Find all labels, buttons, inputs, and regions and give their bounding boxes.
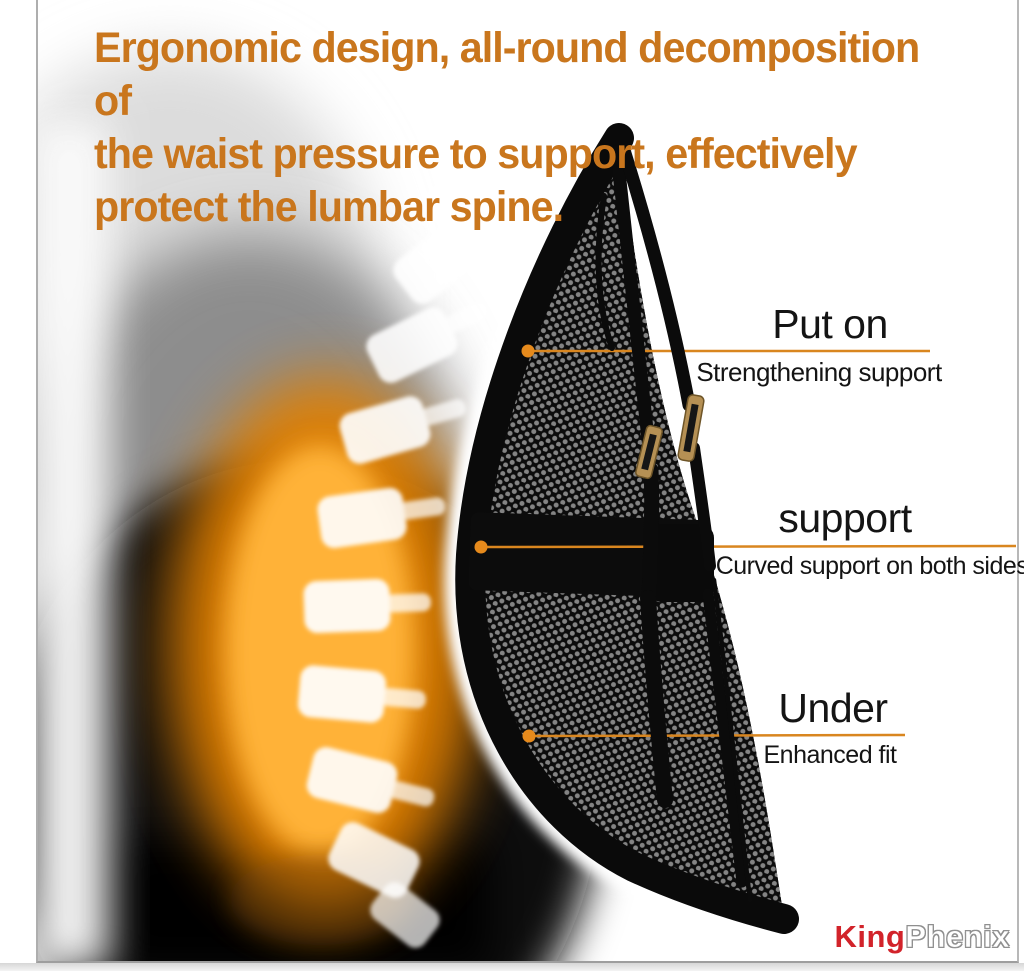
product-straps (595, 143, 753, 903)
spine-glow-core (225, 445, 415, 855)
strap-left-upper (610, 145, 656, 455)
brand-logo-king: King (834, 919, 906, 954)
callout-under-subtitle: Enhanced fit (763, 741, 898, 769)
buckle-left (635, 424, 663, 480)
callout-support-subtitle: Curved support on both sides (715, 552, 1024, 580)
brand-logo: KingPhenix (834, 919, 1010, 955)
put-on-dot (521, 344, 535, 358)
callout-dots (474, 344, 536, 743)
lumbar-support-product (444, 112, 810, 945)
callout-put-on-title: Put on (772, 301, 888, 347)
cross-band-endcap (648, 524, 714, 602)
callout-support-title: support (778, 495, 912, 541)
headline: Ergonomic design, all-round decompositio… (94, 22, 958, 234)
buckle-right (677, 394, 705, 462)
callout-lines (480, 349, 1017, 738)
callout-under-title: Under (778, 685, 888, 731)
strap-buckles (635, 394, 705, 480)
strap-right-lower (688, 442, 716, 572)
support-leader-line (480, 544, 1017, 549)
under-leader-line (528, 733, 906, 738)
brand-logo-phenix: Phenix (905, 919, 1010, 955)
spine-vertebrae (297, 148, 506, 948)
strap-loop (595, 193, 615, 351)
under-dot (522, 729, 536, 743)
support-dot (474, 540, 488, 554)
headline-line-1: Ergonomic design, all-round decompositio… (94, 24, 920, 125)
callout-put-on-subtitle: Strengthening support (696, 357, 942, 387)
strap-left-lower (641, 462, 660, 608)
strap-left-bottom (640, 590, 673, 808)
strap-right-upper (617, 143, 696, 412)
product-frame-band (455, 123, 799, 934)
skin-highlight-strip (38, 120, 110, 961)
strap-tension-wide (702, 588, 748, 888)
headline-line-3: protect the lumbar spine. (94, 183, 564, 231)
strap-tension-thin (711, 577, 753, 903)
xray-back-image (38, 50, 600, 961)
headline-line-2: the waist pressure to support, effective… (94, 130, 858, 178)
bottom-edge-strip (0, 963, 1024, 971)
